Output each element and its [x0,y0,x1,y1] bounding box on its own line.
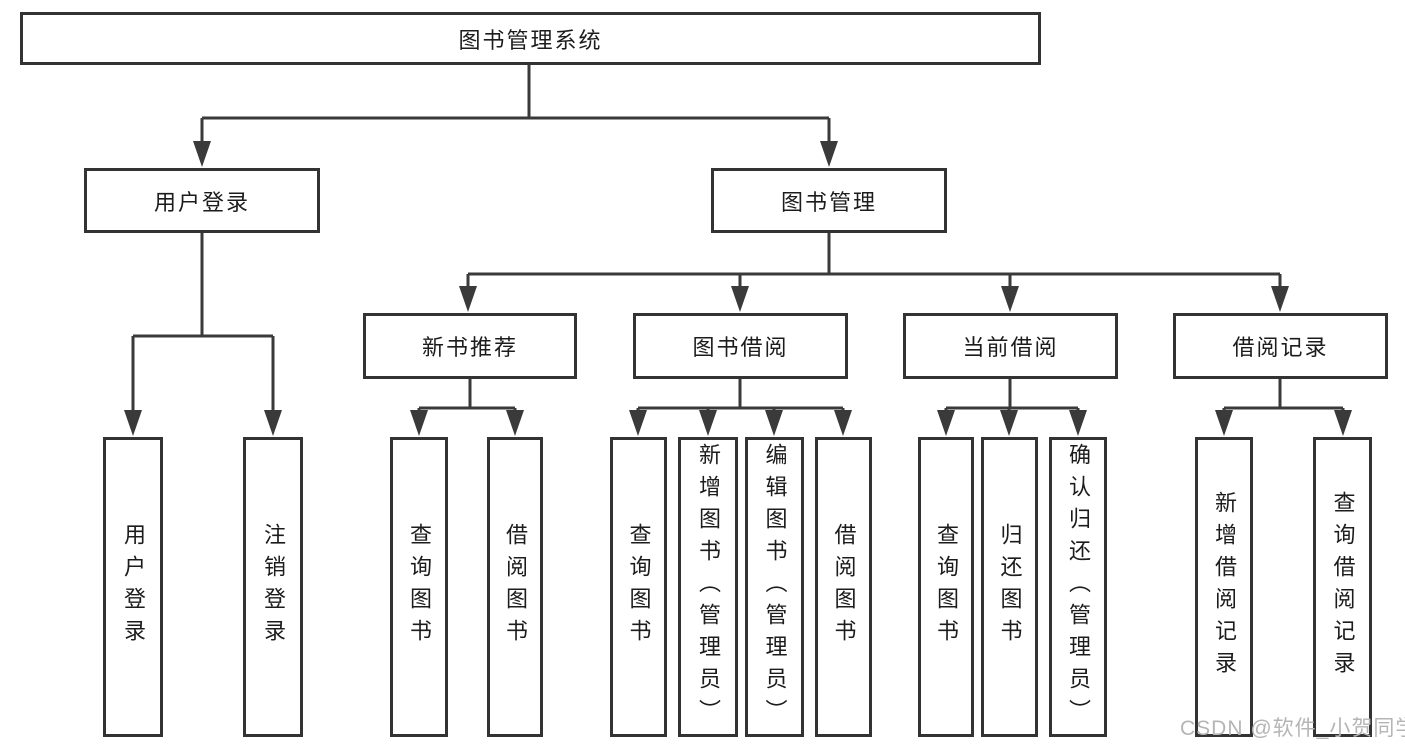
arrow-down-icon [820,141,838,167]
arrow-down-icon [506,410,524,436]
arrow-down-icon [193,141,211,167]
arrow-down-icon [1215,410,1233,436]
arrow-down-icon [731,286,749,312]
arrow-down-icon [629,410,647,436]
node-book-management-label: 图书管理 [780,189,877,215]
arrow-down-icon [1000,410,1018,436]
arrow-down-icon [410,410,428,436]
leaf-return-book: 归还图书 [981,437,1038,737]
leaf-query-books-1: 查询图书 [390,437,448,737]
arrow-down-icon [1334,410,1352,436]
arrow-down-icon [1069,410,1087,436]
leaf-user-login-label: 用户登录 [121,523,146,651]
arrow-down-icon [1271,286,1289,312]
leaf-logout: 注销登录 [243,437,303,737]
leaf-return-book-label: 归还图书 [997,523,1023,651]
node-current-borrowing-label: 当前借阅 [962,335,1059,360]
arrow-down-icon [1001,286,1019,312]
leaf-add-borrow-record: 新增借阅记录 [1195,437,1253,737]
node-new-book-recommendation: 新书推荐 [363,313,577,379]
leaf-query-books-2: 查询图书 [610,437,667,737]
leaf-logout-label: 注销登录 [261,523,286,651]
leaf-add-book-admin-label: 新增图书（管理员） [696,443,721,731]
leaf-add-book-admin: 新增图书（管理员） [678,437,738,737]
arrow-down-icon [937,410,955,436]
node-new-book-recommendation-label: 新书推荐 [421,335,518,360]
leaf-borrow-books-1: 借阅图书 [487,437,543,737]
leaf-confirm-return-admin: 确认归还（管理员） [1049,437,1107,737]
leaf-borrow-books-2: 借阅图书 [815,437,872,737]
leaf-query-borrow-record: 查询借阅记录 [1313,437,1372,737]
leaf-query-books-1-label: 查询图书 [407,523,432,651]
node-book-borrowing-label: 图书借阅 [692,335,789,360]
arrow-down-icon [264,410,282,436]
arrowheads [124,141,1352,436]
node-book-management: 图书管理 [711,168,947,233]
node-borrowing-records: 借阅记录 [1173,313,1388,379]
leaf-edit-book-admin-label: 编辑图书（管理员） [762,443,788,731]
node-user-login-label: 用户登录 [153,189,250,215]
leaf-query-books-3: 查询图书 [918,437,974,737]
arrow-down-icon [124,410,142,436]
node-current-borrowing: 当前借阅 [903,313,1118,379]
node-borrowing-records-label: 借阅记录 [1232,335,1329,360]
arrow-down-icon [699,410,717,436]
leaf-user-login: 用户登录 [103,437,163,737]
leaf-add-borrow-record-label: 新增借阅记录 [1212,491,1237,683]
leaf-query-books-2-label: 查询图书 [626,523,652,651]
leaf-query-borrow-record-label: 查询借阅记录 [1330,491,1356,683]
arrow-down-icon [834,410,852,436]
node-book-borrowing: 图书借阅 [633,313,848,379]
leaf-borrow-books-1-label: 借阅图书 [503,523,528,651]
arrow-down-icon [459,286,477,312]
arrow-down-icon [765,410,783,436]
node-root: 图书管理系统 [20,12,1041,65]
leaf-confirm-return-admin-label: 确认归还（管理员） [1066,443,1091,731]
csdn-watermark: CSDN @软件_小贺同学 [1180,717,1405,740]
node-user-login: 用户登录 [84,168,320,233]
leaf-query-books-3-label: 查询图书 [934,523,959,651]
leaf-edit-book-admin: 编辑图书（管理员） [745,437,804,737]
leaf-borrow-books-2-label: 借阅图书 [831,523,857,651]
node-root-label: 图书管理系统 [458,27,603,53]
